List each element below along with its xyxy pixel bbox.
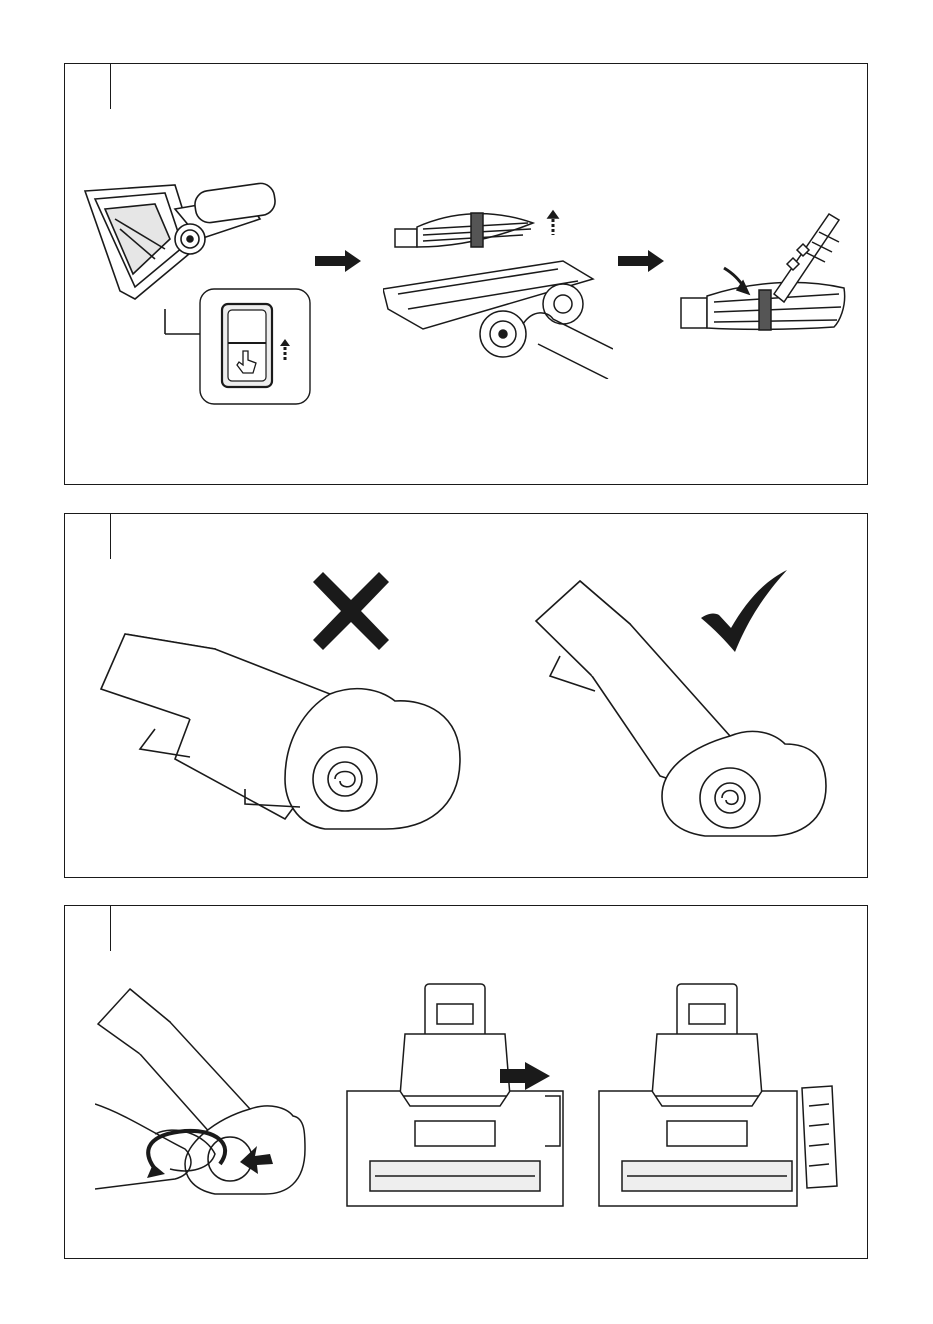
brush-head-illustration xyxy=(75,179,315,409)
step-number-divider xyxy=(110,906,111,951)
roller-removal-illustration xyxy=(383,199,613,379)
step-2-panel xyxy=(64,513,868,878)
cover-removed-illustration xyxy=(597,976,847,1216)
dashed-up-arrow-icon xyxy=(548,211,558,235)
arrow-right-icon xyxy=(618,250,664,272)
step-3-panel xyxy=(64,905,868,1259)
correct-angle-figure xyxy=(530,576,830,838)
brush-head-figure xyxy=(75,179,315,409)
slide-cover-figure xyxy=(345,976,570,1216)
cover-removed-figure xyxy=(597,976,847,1216)
step-number-divider xyxy=(110,64,111,109)
correct-angle-illustration xyxy=(530,576,830,838)
roller-cleaning-illustration xyxy=(679,212,859,342)
press-rotate-figure xyxy=(95,984,310,1199)
release-button-callout xyxy=(200,289,310,404)
wrong-angle-figure xyxy=(95,629,465,844)
slide-cover-illustration xyxy=(345,976,570,1216)
press-rotate-illustration xyxy=(95,984,310,1199)
remove-roller-figure xyxy=(383,199,613,379)
wrong-angle-illustration xyxy=(95,629,465,844)
step-1-panel xyxy=(64,63,868,485)
clean-roller-figure xyxy=(679,212,859,342)
step-number-divider xyxy=(110,514,111,559)
arrow-right-icon xyxy=(315,250,361,272)
